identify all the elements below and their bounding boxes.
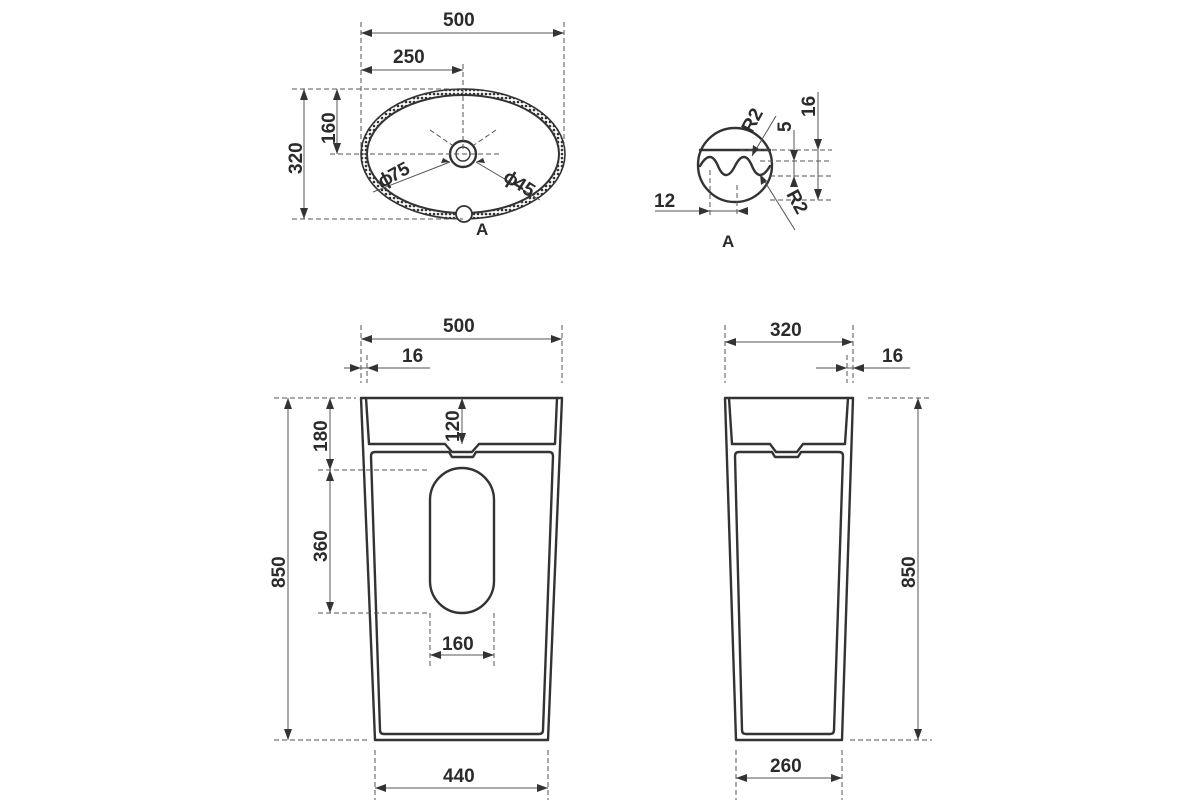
dim-front-height-850: 850: [269, 556, 290, 588]
dim-side-width-320: 320: [770, 320, 802, 341]
dim-top-depth-320: 320: [286, 142, 307, 174]
dim-top-width-500: 500: [443, 10, 475, 31]
dim-front-width-500: 500: [443, 316, 475, 337]
dim-front-bottom-width-440: 440: [443, 766, 475, 787]
detail-a-title: A: [722, 232, 734, 251]
front-outer-outline: [359, 396, 564, 742]
detail-a-view: 16 5 12 R2 R2 A: [654, 92, 832, 251]
dim-front-opening-360: 360: [311, 530, 332, 562]
side-view: 320 16 850 260: [723, 320, 932, 800]
front-inner-cavity: [369, 450, 555, 736]
detail-a-circle: [696, 126, 774, 204]
detail-a-wave-profile: [698, 155, 772, 177]
top-view: A 500 250 320 160: [286, 10, 566, 239]
dim-detail-pitch-12: 12: [654, 191, 675, 212]
detail-a-marker: [455, 205, 473, 223]
dim-detail-groove-5: 5: [775, 121, 796, 132]
front-access-opening: [428, 466, 496, 615]
dim-top-half-width-250: 250: [393, 47, 425, 68]
dim-side-wall-16: 16: [882, 346, 903, 367]
dim-front-basin-180: 180: [311, 420, 332, 452]
dim-front-opening-width-160: 160: [442, 634, 474, 655]
front-view: 500 16 850 180 360 120: [269, 316, 564, 800]
side-inner-cavity: [733, 450, 845, 736]
dim-detail-height-16: 16: [799, 96, 820, 117]
front-basin-floor: [364, 396, 559, 454]
dim-front-overflow-120: 120: [443, 410, 464, 442]
side-outer-outline: [723, 396, 855, 742]
dim-side-height-850: 850: [899, 556, 920, 588]
side-basin-floor: [727, 396, 850, 454]
dim-top-half-depth-160: 160: [319, 112, 340, 144]
dim-side-bottom-width-260: 260: [770, 756, 802, 777]
dim-front-wall-16: 16: [402, 346, 423, 367]
dim-detail-radius-top: R2: [738, 105, 768, 136]
detail-a-tag: A: [476, 220, 488, 239]
dim-detail-radius-bottom: R2: [782, 186, 812, 217]
